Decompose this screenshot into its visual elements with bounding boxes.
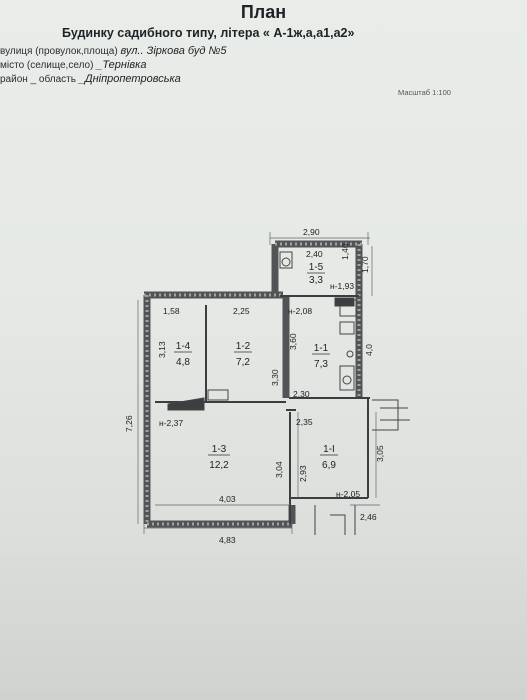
room-id: 1-I: [323, 444, 335, 455]
dim-label: 3,30: [270, 369, 280, 386]
room-id: 1-1: [314, 343, 329, 354]
room-1-i: 1-I 6,9: [320, 444, 338, 471]
dim-label: 7,26: [124, 415, 134, 432]
room-1-4: 1-4 4,8: [174, 341, 192, 368]
room-area: 4,8: [176, 357, 190, 368]
room-1-1: 1-1 7,3: [312, 343, 330, 370]
room-area: 3,3: [309, 275, 323, 286]
room-id: 1-2: [236, 341, 251, 352]
dim-label: н-2,37: [159, 418, 183, 428]
address-street: вулиця (провулок,площа) вул.. Зіркова бу…: [0, 45, 227, 57]
address-city: місто (селище,село) _Тернівка: [0, 59, 147, 71]
room-area: 7,2: [236, 357, 250, 368]
dim-label: 2,93: [298, 465, 308, 482]
room-id: 1-3: [212, 444, 227, 455]
room-id: 1-4: [176, 341, 191, 352]
room-id: 1-5: [309, 262, 324, 273]
dim-label: н-1,93: [330, 281, 354, 291]
room-area: 7,3: [314, 359, 328, 370]
dim-label: 2,46: [360, 512, 377, 522]
room-area: 12,2: [209, 460, 229, 471]
dim-label: 1,58: [163, 306, 180, 316]
dim-label: 2,40: [306, 249, 323, 259]
dim-label: 2,90: [303, 227, 320, 237]
page-title: План: [240, 2, 287, 22]
dimension-lines: [137, 232, 380, 534]
dim-label: н-2,05: [336, 489, 360, 499]
wall-hatch: [144, 242, 362, 526]
dim-label: 2,25: [233, 306, 250, 316]
dim-label: 3,60: [288, 333, 298, 350]
scale-label: Масштаб 1:100: [398, 88, 451, 97]
dim-label: 4,03: [219, 494, 236, 504]
dim-label: 4,0: [364, 344, 374, 356]
address-region: район _ область _Дніпропетровська: [0, 73, 181, 85]
dim-label: 1,40: [340, 243, 350, 260]
dim-label: 2,35: [296, 417, 313, 427]
room-area: 6,9: [322, 460, 336, 471]
room-1-2: 1-2 7,2: [234, 341, 252, 368]
dim-label: 3,05: [375, 445, 385, 462]
room-1-3: 1-3 12,2: [208, 444, 230, 471]
fixtures: [167, 251, 410, 535]
dim-label: н-2,08: [288, 306, 312, 316]
dim-label: 4,83: [219, 535, 236, 545]
dim-label: 1,70: [360, 256, 370, 273]
page-subtitle: Будинку садибного типу, літера « А-1ж,а,…: [62, 26, 355, 40]
dim-label: 2,30: [293, 389, 310, 399]
dim-label: 3,04: [274, 461, 284, 478]
room-1-5: 1-5 3,3: [307, 262, 325, 286]
dim-label: 3,13: [157, 341, 167, 358]
